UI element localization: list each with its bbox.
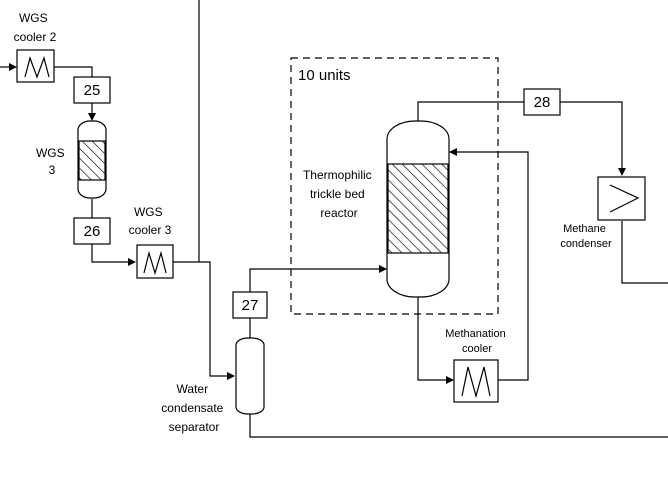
separator-label-line-1: Water [177, 382, 209, 396]
heat-exchanger-icon [461, 366, 491, 399]
methane-condenser[interactable] [597, 176, 646, 221]
condenser-outlet [621, 221, 668, 284]
condenser-coil-icon [609, 184, 640, 213]
wgs-cooler-3-label: WGS cooler 3 [129, 205, 172, 237]
methanation-cooler[interactable] [453, 359, 499, 403]
reactor-to-cooler [417, 297, 454, 384]
cooler3-to-separator [173, 261, 235, 380]
wgs-cooler-2-label-line-2: cooler 2 [14, 30, 57, 44]
stream-26-number: 26 [84, 223, 101, 240]
heat-exchanger-icon [24, 56, 50, 79]
stream-27-line [249, 265, 387, 292]
wgs-3-label-line-2: 3 [49, 163, 56, 177]
wgs-3-label-line-1: WGS [36, 146, 65, 160]
separator-bottom-outlet [249, 414, 668, 438]
stream-25-number: 25 [84, 82, 101, 99]
heat-exchanger-icon [143, 250, 167, 276]
stream-26-box[interactable]: 26 [73, 217, 111, 245]
separator-label-line-3: separator [169, 420, 220, 434]
stream-28-box[interactable]: 28 [523, 88, 561, 116]
wgs-3-label: WGS 3 [36, 146, 68, 177]
methanation-cooler-label-line-1: Methanation [445, 328, 506, 340]
reactor-label-line-2: trickle bed [310, 187, 365, 201]
stream-27-number: 27 [242, 297, 259, 314]
separator-label-line-2: condensate [161, 401, 223, 415]
wgs-cooler-2-label: WGS cooler 2 [14, 11, 57, 44]
wgs-cooler-2-body [16, 49, 55, 83]
water-condensate-separator[interactable] [235, 337, 265, 415]
cooler-recycle-line [449, 148, 529, 381]
methane-condenser-label-line-2: condenser [560, 238, 612, 250]
stream-26-line [91, 244, 136, 266]
wgs-cooler-3-label-line-1: WGS [134, 205, 163, 219]
stream-27-box[interactable]: 27 [232, 291, 268, 319]
trickle-bed-reactor[interactable] [386, 120, 450, 298]
wgs-cooler-3-label-line-2: cooler 3 [129, 223, 172, 237]
wgs-3-catalyst-bed [78, 140, 106, 181]
pipe-lines [0, 0, 668, 438]
reactor-label-line-3: reactor [320, 206, 357, 220]
wgs-3-reactor[interactable] [77, 120, 107, 199]
stream-25-box[interactable]: 25 [73, 76, 111, 104]
methanation-cooler-label: Methanation cooler [445, 328, 509, 355]
reactor-packed-bed [387, 163, 449, 254]
stream-25-line [54, 66, 93, 77]
wgs-cooler-2[interactable] [16, 49, 55, 83]
methane-condenser-label-line-1: Methane [563, 223, 606, 235]
units-boundary [290, 57, 499, 315]
separator-vessel [235, 337, 265, 415]
wgs-cooler-2-label-line-1: WGS [19, 11, 48, 25]
reactor-label-line-1: Thermophilic [303, 168, 372, 182]
stream-28-number: 28 [534, 94, 551, 111]
units-label: 10 units [298, 67, 351, 84]
wgs-cooler-3[interactable] [136, 244, 174, 279]
water-separator-label: Water condensate separator [161, 382, 226, 434]
methanation-cooler-label-line-2: cooler [462, 343, 492, 355]
methane-condenser-label: Methane condenser [560, 223, 612, 250]
stream-28-line [560, 101, 626, 176]
reactor-to-stream-28 [417, 101, 524, 122]
reactor-label: Thermophilic trickle bed reactor [303, 168, 375, 220]
